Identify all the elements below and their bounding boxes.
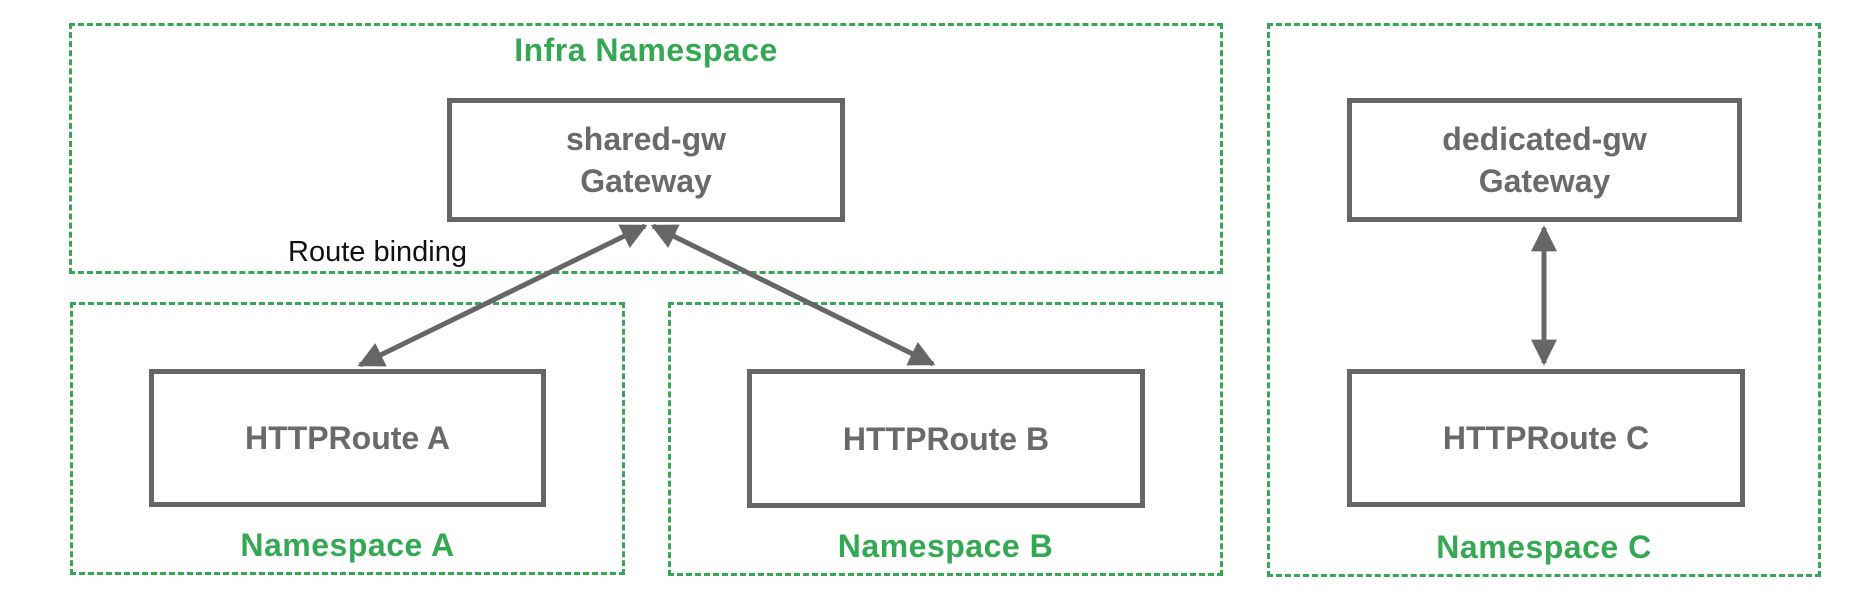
shared-gw-type: Gateway — [580, 163, 712, 199]
infra-namespace-label: Infra Namespace — [514, 32, 778, 68]
shared-gw-gateway-node: shared-gw Gateway — [447, 98, 845, 222]
dedicated-gw-type: Gateway — [1478, 163, 1611, 199]
httproute-c-label: HTTPRoute C — [1442, 420, 1650, 456]
namespace-b-box: Namespace B — [668, 302, 1223, 576]
namespace-a-label: Namespace A — [240, 527, 455, 563]
dedicated-gw-gateway-node: dedicated-gw Gateway — [1347, 98, 1742, 222]
route-binding-edge-label: Route binding — [288, 236, 467, 268]
httproute-b-label: HTTPRoute B — [842, 420, 1050, 457]
shared-gw-name: shared-gw — [565, 121, 727, 157]
httproute-a-node: HTTPRoute A — [149, 369, 546, 507]
dedicated-gw-name: dedicated-gw — [1442, 121, 1647, 157]
namespace-a-box: Namespace A — [70, 302, 625, 575]
namespace-c-box: Namespace C — [1267, 23, 1821, 577]
httproute-a-label: HTTPRoute A — [244, 420, 450, 456]
namespace-b-label: Namespace B — [837, 528, 1054, 564]
namespace-c-label: Namespace C — [1436, 529, 1652, 565]
httproute-c-node: HTTPRoute C — [1347, 369, 1745, 507]
httproute-b-node: HTTPRoute B — [747, 369, 1145, 508]
